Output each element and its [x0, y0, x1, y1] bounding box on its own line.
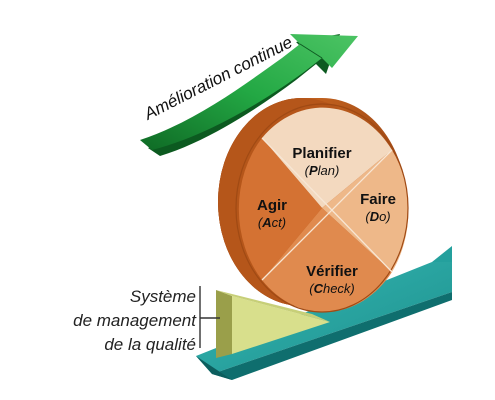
- side-label-line1: Système: [130, 287, 196, 306]
- plan-title: Planifier: [292, 145, 351, 162]
- do-subtitle: (Do): [365, 209, 390, 224]
- act-title: Agir: [257, 197, 287, 214]
- segment-plan: [262, 107, 392, 208]
- label-bracket: [199, 286, 220, 348]
- divider-2: [261, 149, 393, 281]
- wedge-top-face: [216, 290, 330, 322]
- plan-subtitle: (Plan): [305, 163, 340, 178]
- quality-wedge: [216, 290, 330, 358]
- quality-ramp: [196, 246, 452, 380]
- system-label: Système de management de la qualité: [73, 286, 220, 354]
- wedge-side-face: [216, 290, 232, 358]
- ramp-under-face: [196, 356, 232, 380]
- side-label-line3: de la qualité: [104, 335, 196, 354]
- side-label-line2: de management: [73, 311, 197, 330]
- do-title: Faire: [360, 191, 396, 208]
- segment-check: [262, 208, 392, 313]
- check-title: Vérifier: [306, 263, 358, 280]
- divider-1: [261, 137, 393, 273]
- ramp-side-face: [212, 292, 452, 380]
- wedge-front-face: [232, 296, 330, 354]
- pdca-wheel: Planifier (Plan) Faire (Do) Vérifier (Ch…: [218, 98, 409, 313]
- wheel-front-outline: [235, 103, 409, 313]
- check-subtitle: (Check): [309, 281, 355, 296]
- act-subtitle: (Act): [258, 215, 286, 230]
- arrow-body: [140, 34, 358, 150]
- segment-do: [322, 150, 409, 272]
- ramp-top-face: [196, 262, 452, 374]
- segment-act: [238, 138, 322, 280]
- ramp-back-face: [432, 246, 452, 262]
- improvement-arrow: [140, 34, 358, 156]
- wheel-front-face: [235, 103, 409, 313]
- arrow-ridge: [299, 43, 323, 59]
